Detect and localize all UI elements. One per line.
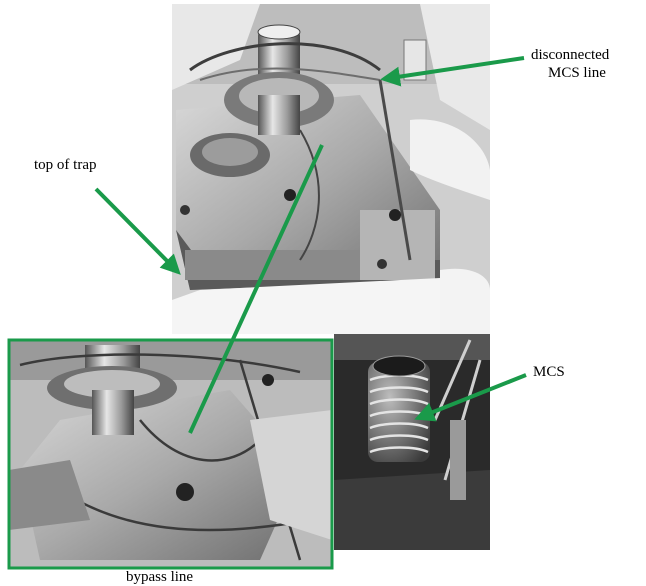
label-mcs-line: MCS line: [548, 65, 606, 81]
label-bypass-line: bypass line: [126, 569, 194, 585]
inset-border: [7, 338, 334, 570]
label-disconnected: disconnected: [531, 47, 610, 63]
inset-photo: [7, 338, 334, 570]
main-photo: [172, 4, 490, 334]
label-top-of-trap: top of trap: [34, 157, 97, 173]
arrow-mcs: [414, 373, 527, 422]
label-mcs: MCS: [533, 364, 565, 380]
annotation-arrows: [94, 56, 527, 434]
arrow-disconnected: [380, 56, 525, 87]
mcs-photo: [334, 334, 490, 550]
arrow-top-of-trap: [94, 187, 181, 275]
arrow-bypass: [188, 144, 324, 434]
